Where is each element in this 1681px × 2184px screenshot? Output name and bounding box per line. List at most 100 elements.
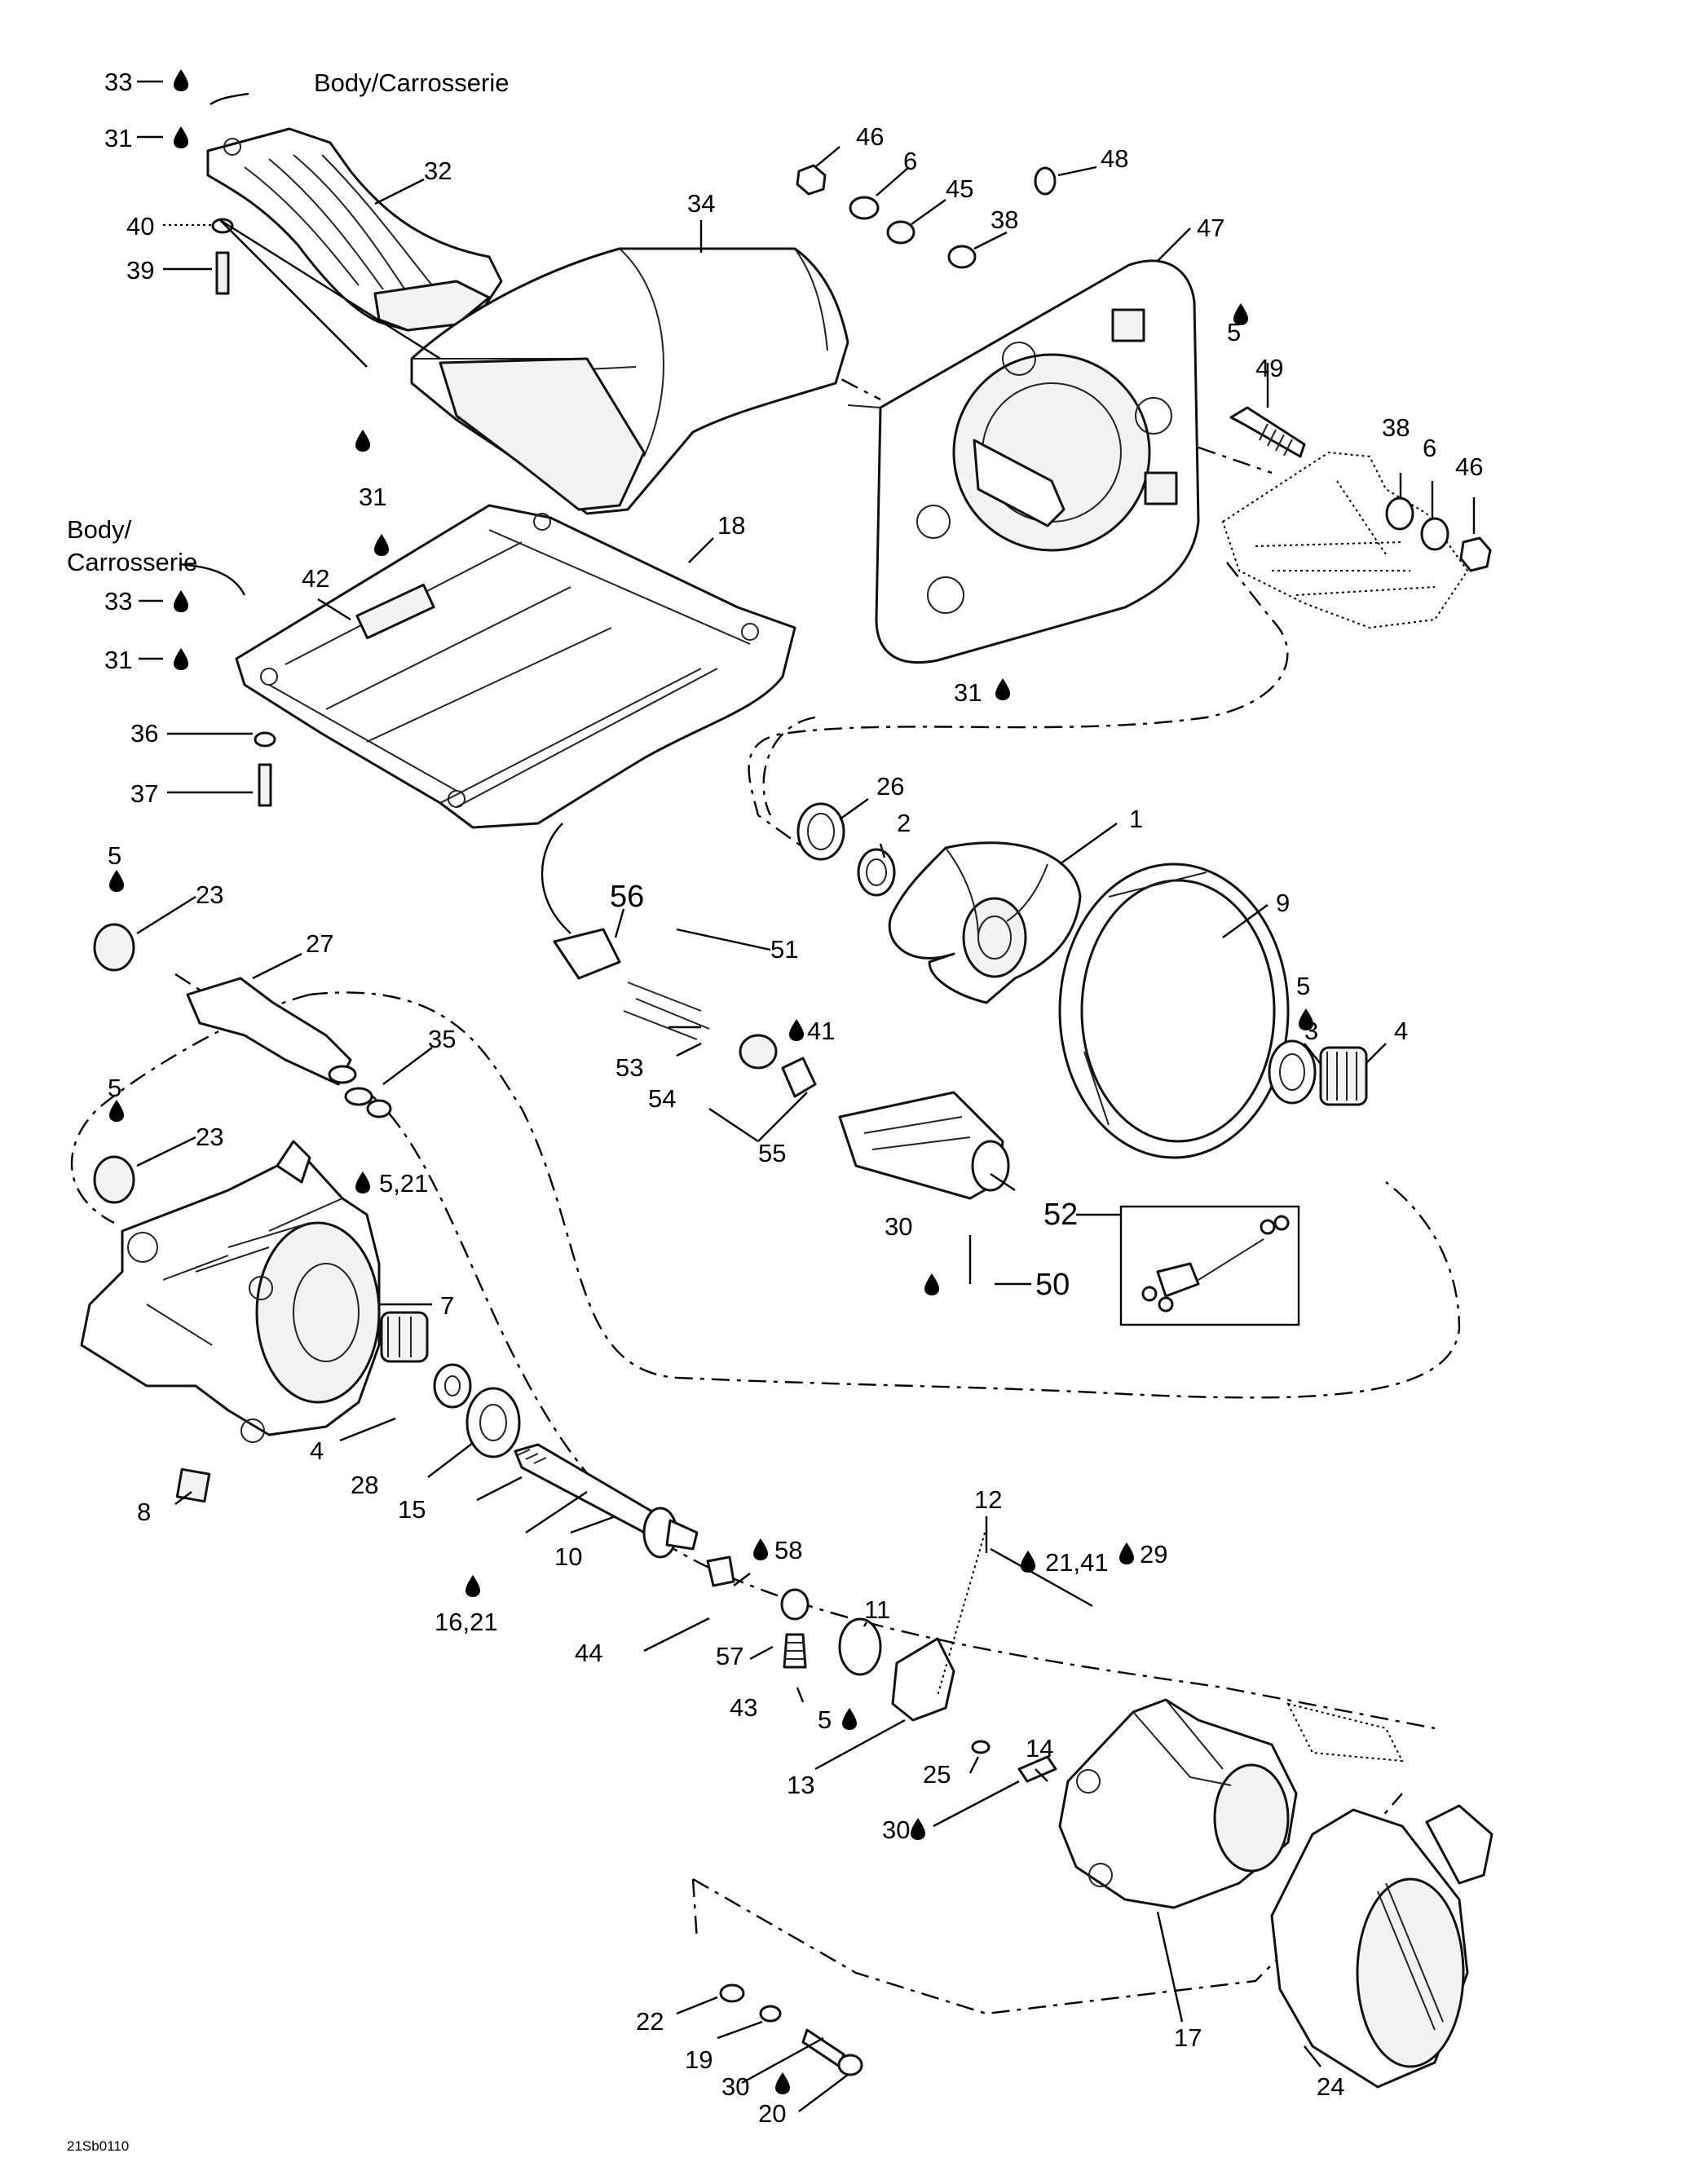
bolt-parts-lower [719,1983,863,2076]
callout-6-b: 6 [1423,434,1436,462]
callout-38-b: 38 [1382,413,1410,442]
rings-small [796,802,1368,1106]
callout-5-a: 5 [1227,318,1241,346]
callout-53: 53 [615,1053,643,1082]
callout-23-a: 23 [196,880,223,909]
figure-code: 21Sb0110 [67,2138,129,2154]
callout-54: 54 [648,1084,676,1113]
callout-35: 35 [428,1025,456,1053]
wire-56 [540,823,571,934]
callout-45: 45 [946,174,973,203]
callout-20: 20 [758,2099,786,2128]
callout-9: 9 [1276,889,1290,917]
callout-31-a: 31 [104,124,132,152]
washers-top [796,164,1057,269]
callout-58: 58 [774,1536,802,1564]
part-18-plate [235,504,796,829]
callout-28: 28 [351,1471,378,1499]
callout-21-41: 21,41 [1045,1548,1109,1577]
callout-43: 43 [730,1693,757,1722]
callout-47: 47 [1197,214,1224,242]
callout-18: 18 [717,511,745,540]
callout-40: 40 [126,212,154,240]
callout-13: 13 [787,1771,814,1799]
callout-51: 51 [770,935,798,964]
small-parts-center [706,1555,1057,1783]
part-9-wear-ring [1058,863,1290,1159]
callout-46-b: 46 [1455,452,1483,481]
part-17-nozzle [1058,1698,1404,1909]
callout-26: 26 [876,772,904,801]
callout-25: 25 [923,1760,951,1789]
callout-19: 19 [685,2045,713,2074]
callout-38-a: 38 [991,205,1018,234]
callout-24: 24 [1317,2072,1344,2101]
callout-37: 37 [130,779,158,808]
callout-17: 17 [1174,2023,1202,2052]
hull-portion [1221,451,1469,629]
body-note-top: Body/Carrosserie [314,68,509,97]
callout-48: 48 [1101,144,1128,173]
part-27-and-23 [93,923,392,1204]
callout-5-21: 5,21 [379,1169,428,1198]
part-1-impeller [888,841,1082,1004]
part-51-56-group [553,928,1010,1200]
callout-16-21: 16,21 [435,1608,498,1636]
callout-33-a: 33 [104,68,132,96]
callout-33-b: 33 [104,587,132,615]
callout-55: 55 [758,1139,786,1167]
hardware-left [211,218,276,807]
callout-labels: 33 31 32 40 39 34 46 6 45 38 48 47 5 49 … [104,68,1483,2128]
callout-42: 42 [302,564,329,593]
callout-32: 32 [424,157,452,185]
part-49-bolt [1229,406,1306,458]
callout-23-b: 23 [196,1123,223,1151]
part-34-hood [410,247,849,515]
callout-31-b: 31 [954,678,982,707]
callout-5-e: 5 [818,1705,832,1734]
callout-3: 3 [1304,1017,1318,1045]
callout-31-c: 31 [104,646,132,674]
callout-27: 27 [306,929,333,958]
callout-36: 36 [130,719,158,748]
callout-10: 10 [554,1542,582,1571]
callout-49: 49 [1255,354,1283,382]
callout-12: 12 [974,1485,1002,1514]
callout-56: 56 [610,880,644,914]
body-note-left-line2: Carrosserie [67,548,197,576]
callout-39: 39 [126,256,154,285]
callout-44: 44 [575,1639,602,1667]
part-24-cone [1270,1804,1493,2089]
callout-46-a: 46 [856,122,884,151]
part-7-pump-housing [80,1140,381,1503]
callout-30-c: 30 [721,2072,749,2101]
washers-right [1385,496,1492,572]
callout-30-b: 30 [882,1816,910,1844]
callout-22: 22 [636,2007,664,2036]
callout-14: 14 [1026,1734,1053,1763]
callout-5-b: 5 [108,841,121,870]
part-47-housing [847,259,1200,664]
callout-2: 2 [897,809,911,837]
callout-31-d: 31 [359,483,386,511]
line-12 [937,1532,986,1696]
callout-6-a: 6 [903,147,917,175]
callout-1: 1 [1129,805,1143,833]
body-notes: Body/Carrosserie Body/ Carrosserie [67,68,509,576]
callout-41: 41 [807,1017,835,1045]
callout-7: 7 [440,1291,454,1320]
callout-5-d: 5 [108,1074,121,1102]
leader-lines [136,80,1476,2112]
part-10-shaft [514,1443,699,1559]
callout-52: 52 [1043,1198,1078,1232]
bearings-lower [380,1311,521,1458]
callout-4-b: 4 [310,1436,324,1465]
callout-5-c: 5 [1296,972,1310,1000]
callout-8: 8 [137,1498,151,1526]
callout-15: 15 [398,1495,426,1524]
callout-4-a: 4 [1394,1017,1408,1045]
callout-34: 34 [687,189,715,218]
body-note-left-line1: Body/ [67,515,132,544]
part-32-top-cover [206,127,503,332]
